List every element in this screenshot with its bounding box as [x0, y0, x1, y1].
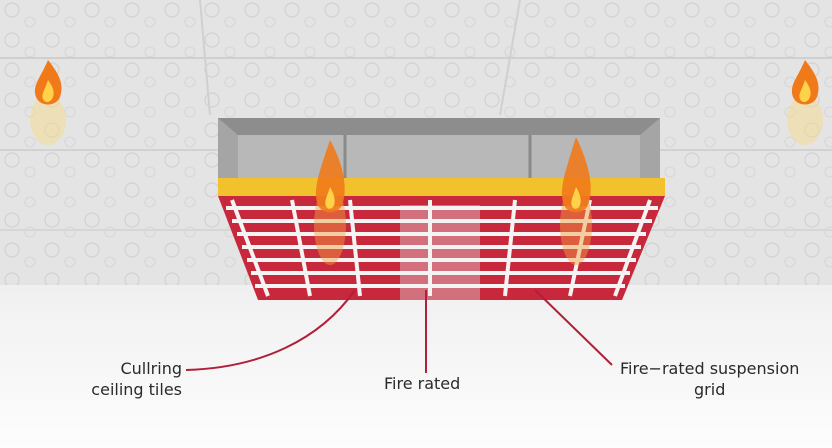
suspension-grid — [226, 199, 658, 297]
intumescent-band — [218, 178, 665, 196]
label-line: Cullring — [120, 359, 182, 378]
flame-icon — [787, 60, 823, 145]
flame-icon — [30, 60, 66, 145]
label-line: grid — [694, 380, 726, 399]
floor — [0, 285, 832, 448]
leader-line-right — [534, 289, 613, 366]
label-suspension-grid: Fire−rated suspension grid — [620, 358, 799, 400]
label-line: ceiling tiles — [91, 380, 182, 399]
flame-icon — [314, 140, 346, 265]
fixture-housing — [218, 118, 665, 196]
flame-icon — [560, 137, 592, 265]
leader-line-left — [185, 289, 356, 371]
label-ceiling-tiles: Cullring ceiling tiles — [91, 358, 182, 400]
label-line: Fire−rated suspension — [620, 359, 800, 378]
label-fire-rated: Fire rated — [384, 374, 461, 393]
